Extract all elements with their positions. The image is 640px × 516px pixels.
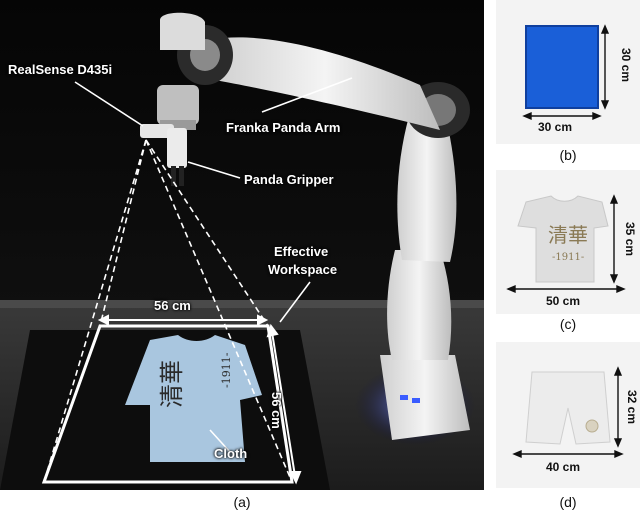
shorts-height-arrow [613,366,623,448]
caption-a: (a) [233,494,251,510]
towel-width-arrow [522,111,602,121]
caption-c: (c) [559,316,577,332]
gripper-label: Panda Gripper [244,172,334,187]
cloth-year: -1911- [220,352,233,388]
shorts-photo: 40 cm 32 cm [496,342,640,488]
towel-height-arrow [600,24,610,110]
width-arrow [97,314,269,326]
cloth [125,335,262,462]
tshirt-width-label: 50 cm [546,294,581,308]
gripper-body [167,128,187,168]
caption-d: (d) [559,494,577,510]
towel-height-label: 30 cm [619,47,633,83]
tshirt [517,195,609,283]
shorts-width-arrow [512,449,624,459]
towel [526,26,598,108]
tshirt-year: -1911- [552,252,584,263]
tshirt-height-arrow [609,194,619,284]
robot-scene: 清華 -1911- [0,0,484,490]
workspace-label-line1: Effective [274,244,329,259]
camera-frustum [43,139,293,483]
main-photo: 清華 -1911- RealSense [0,0,484,490]
cloth-chars: 清華 [158,360,186,408]
caption-b: (b) [559,147,577,163]
robot-upper-arm [210,37,440,131]
workspace-label-line2: Workspace [268,262,338,277]
camera-label: RealSense D435i [8,62,113,77]
width-label: 56 cm [154,298,191,313]
camera-body [140,124,174,138]
towel-photo: 30 cm 30 cm [496,0,640,144]
tshirt-width-arrow [506,284,626,294]
leader-lines [74,77,353,453]
towel-width-label: 30 cm [538,120,573,134]
tshirt-height-label: 35 cm [623,221,637,257]
arm-label: Franka Panda Arm [226,120,341,135]
tshirt-photo: 清華 -1911- 50 cm 35 cm [496,170,640,314]
shorts-width-label: 40 cm [546,460,581,474]
robot-wrist [157,85,199,125]
robot-link-lower [387,250,452,360]
cloth-label: Cloth [214,446,248,461]
robot-link-mid [397,118,457,262]
robot-base [380,355,470,440]
robot-top-joint [160,12,205,50]
shorts-height-label: 32 cm [625,389,639,425]
depth-label: 56 cm [269,392,284,429]
depth-arrow [266,323,302,485]
tshirt-chars: 清華 [548,223,588,247]
workspace-outline [41,324,294,484]
shorts [525,371,611,445]
